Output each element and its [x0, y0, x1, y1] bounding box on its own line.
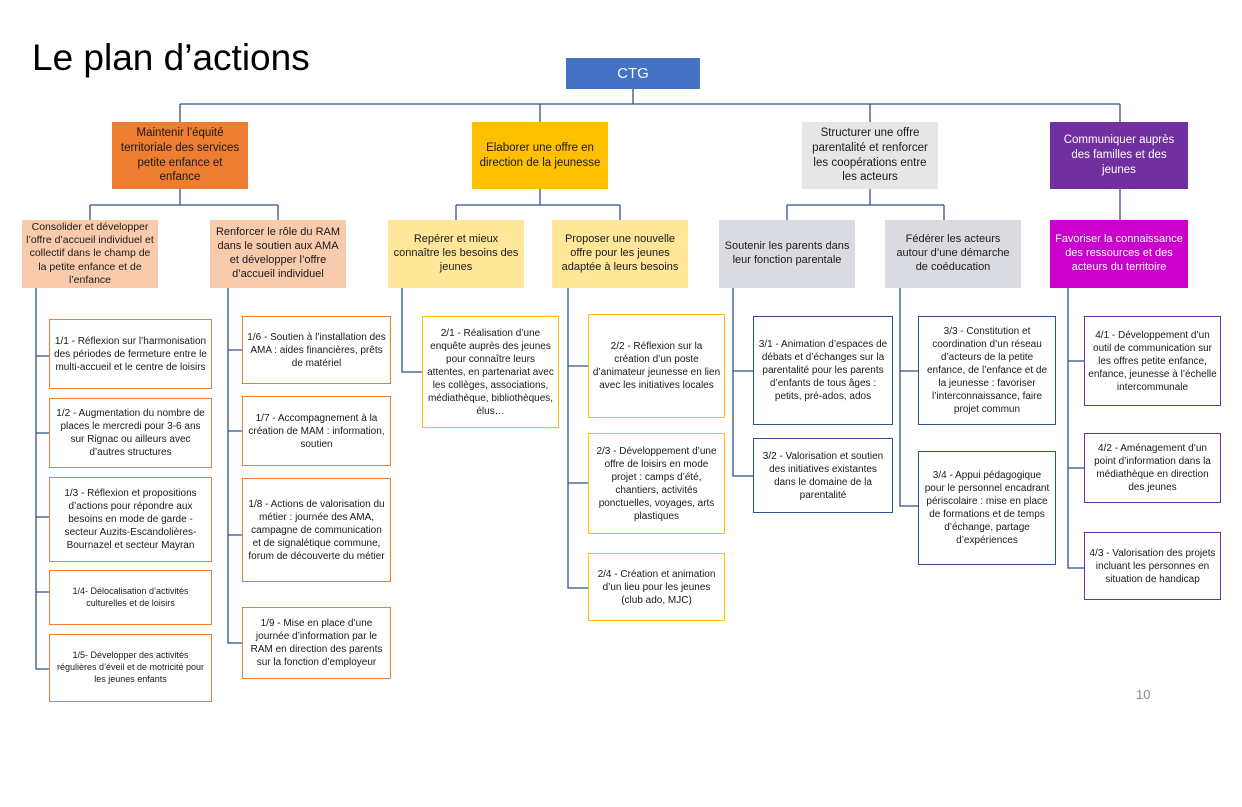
objective-1-2-node: Renforcer le rôle du RAM dans le soutien… — [210, 220, 346, 288]
objective-2-1-node: Repérer et mieux connaître les besoins d… — [388, 220, 524, 288]
action-2-2-node: 2/2 - Réflexion sur la création d’un pos… — [588, 314, 725, 418]
action-4-2-node: 4/2 - Aménagement d’un point d’informati… — [1084, 433, 1221, 503]
axis-2-node: Elaborer une offre en direction de la je… — [472, 122, 608, 189]
action-2-1-node: 2/1 - Réalisation d’une enquête auprès d… — [422, 316, 559, 428]
action-2-4-node: 2/4 - Création et animation d’un lieu po… — [588, 553, 725, 621]
action-1-3-node: 1/3 - Réflexion et propositions d’action… — [49, 477, 212, 562]
action-3-3-node: 3/3 - Constitution et coordination d’un … — [918, 316, 1056, 425]
action-1-7-node: 1/7 - Accompagnement à la création de MA… — [242, 396, 391, 466]
objective-2-2-node: Proposer une nouvelle offre pour les jeu… — [552, 220, 688, 288]
action-4-1-node: 4/1 - Développement d’un outil de commun… — [1084, 316, 1221, 406]
action-1-1-node: 1/1 - Réflexion sur l’harmonisation des … — [49, 319, 212, 389]
axis-3-node: Structurer une offre parentalité et renf… — [802, 122, 938, 189]
action-1-8-node: 1/8 - Actions de valorisation du métier … — [242, 478, 391, 582]
objective-1-1-node: Consolider et développer l’offre d’accue… — [22, 220, 158, 288]
action-1-9-node: 1/9 - Mise en place d’une journée d’info… — [242, 607, 391, 679]
axis-4-node: Communiquer auprès des familles et des j… — [1050, 122, 1188, 189]
action-1-4-node: 1/4- Délocalisation d’activités culturel… — [49, 570, 212, 625]
action-3-1-node: 3/1 - Animation d’espaces de débats et d… — [753, 316, 893, 425]
objective-3-2-node: Fédérer les acteurs autour d’une démarch… — [885, 220, 1021, 288]
action-3-2-node: 3/2 - Valorisation et soutien des initia… — [753, 438, 893, 513]
page-title: Le plan d’actions — [32, 37, 310, 78]
root-node-ctg: CTG — [566, 58, 700, 89]
action-3-4-node: 3/4 - Appui pédagogique pour le personne… — [918, 451, 1056, 565]
action-1-6-node: 1/6 - Soutien à l’installation des AMA :… — [242, 316, 391, 384]
objective-4-1-node: Favoriser la connaissance des ressources… — [1050, 220, 1188, 288]
objective-3-1-node: Soutenir les parents dans leur fonction … — [719, 220, 855, 288]
action-1-2-node: 1/2 - Augmentation du nombre de places l… — [49, 398, 212, 468]
action-4-3-node: 4/3 - Valorisation des projets incluant … — [1084, 532, 1221, 600]
action-1-5-node: 1/5- Développer des activités régulières… — [49, 634, 212, 702]
page-number: 10 — [1136, 687, 1151, 702]
action-2-3-node: 2/3 - Développement d’une offre de loisi… — [588, 433, 725, 534]
axis-1-node: Maintenir l’équité territoriale des serv… — [112, 122, 248, 189]
